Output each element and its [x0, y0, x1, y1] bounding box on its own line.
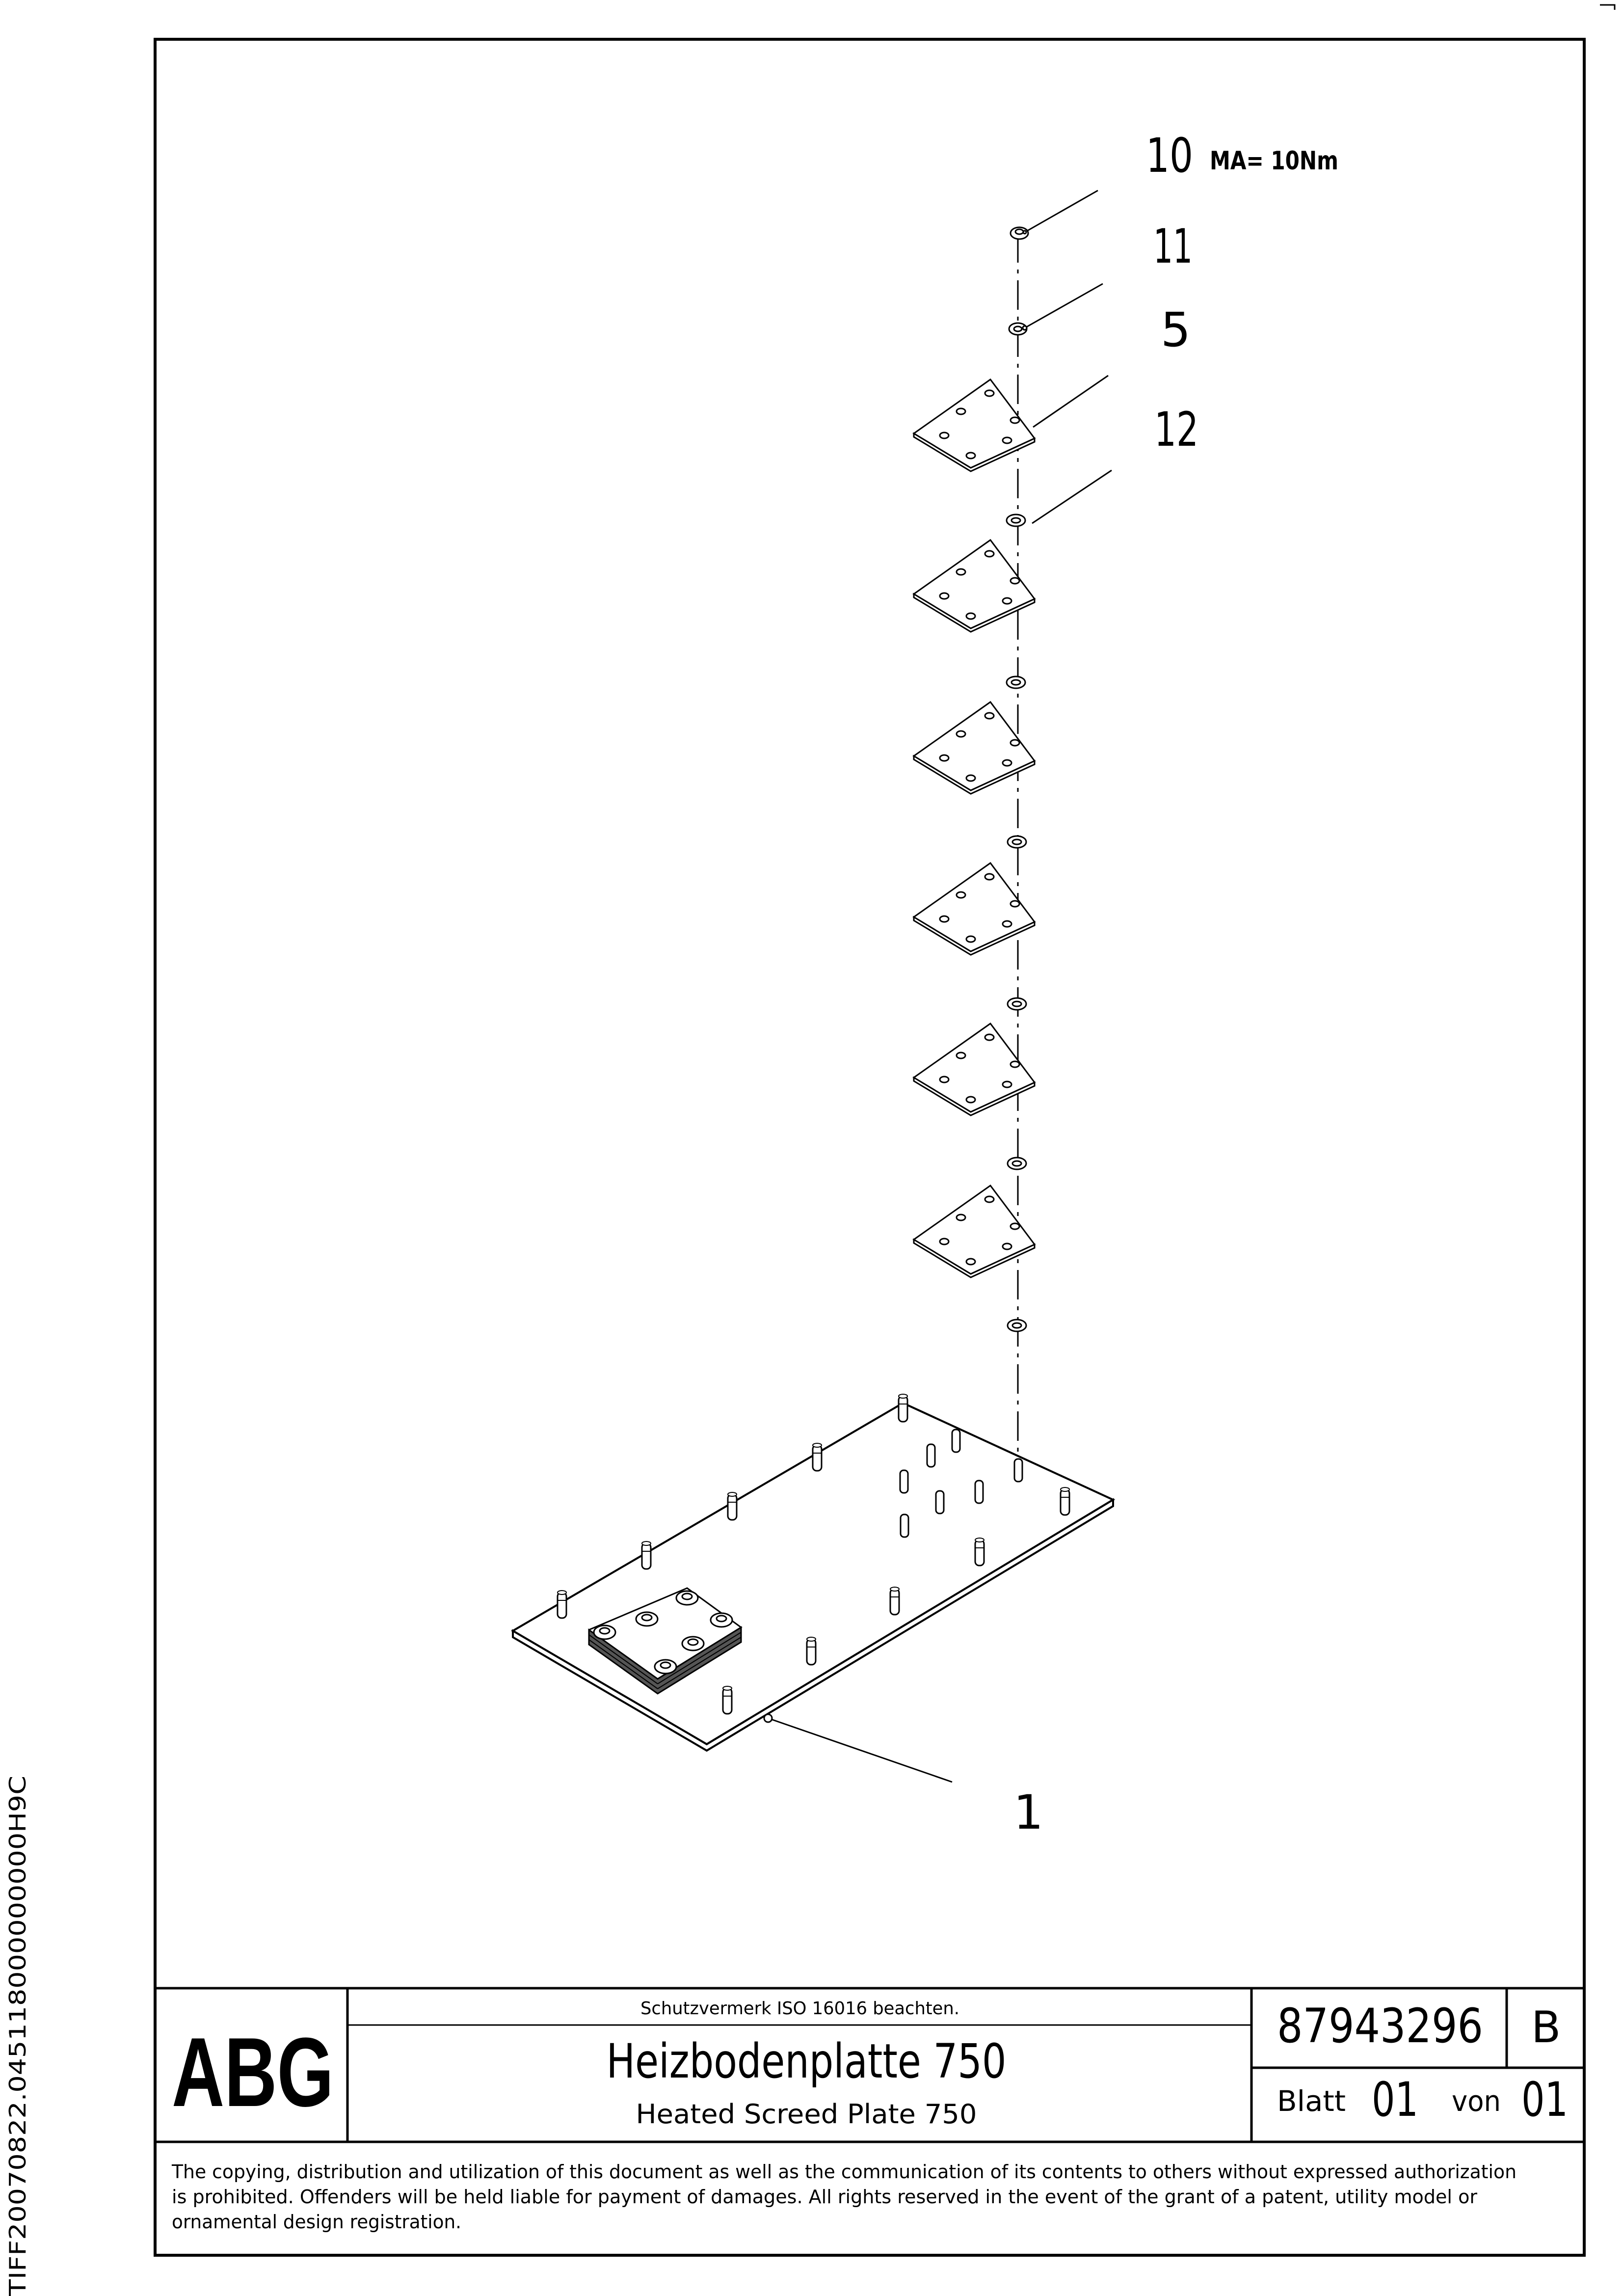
- side-identifier: TIFF20070822.045118000000000H9C: [4, 1776, 31, 2296]
- sheet-total: 01: [1521, 2072, 1568, 2127]
- callout-10: 10: [1146, 128, 1193, 183]
- nut-10: [1010, 226, 1029, 240]
- of-label: von: [1452, 2084, 1501, 2118]
- drawing-frame: [154, 38, 1586, 2257]
- callout-5: 5: [1161, 302, 1191, 357]
- leader-lines: [768, 189, 1112, 1783]
- callout-1: 1: [1013, 1785, 1043, 1840]
- company-logo: ABG: [172, 2018, 334, 2127]
- title-english: Heated Screed Plate 750: [636, 2099, 977, 2130]
- copyright-line-2: is prohibited. Offenders will be held li…: [172, 2186, 1477, 2208]
- drawing-number: 87943296: [1277, 1999, 1483, 2053]
- screed-base-plate: [511, 1393, 1116, 1752]
- torque-note: MA= 10Nm: [1210, 146, 1338, 176]
- protection-note: Schutzvermerk ISO 16016 beachten.: [640, 1999, 959, 2019]
- title-german: Heizbodenplatte 750: [607, 2034, 1007, 2089]
- washer-11: [1008, 322, 1028, 336]
- callout-12: 12: [1154, 402, 1198, 457]
- stacked-plates: [588, 1587, 743, 1695]
- plate-stack: [913, 378, 1036, 1332]
- corner-mark: [1600, 4, 1616, 10]
- sheet-label: Blatt: [1277, 2084, 1346, 2118]
- revision-letter: B: [1531, 2002, 1561, 2053]
- copyright-line-1: The copying, distribution and utilizatio…: [171, 2161, 1517, 2183]
- callout-11: 11: [1153, 219, 1193, 274]
- sheet-number: 01: [1372, 2072, 1418, 2127]
- copyright-line-3: ornamental design registration.: [172, 2211, 461, 2233]
